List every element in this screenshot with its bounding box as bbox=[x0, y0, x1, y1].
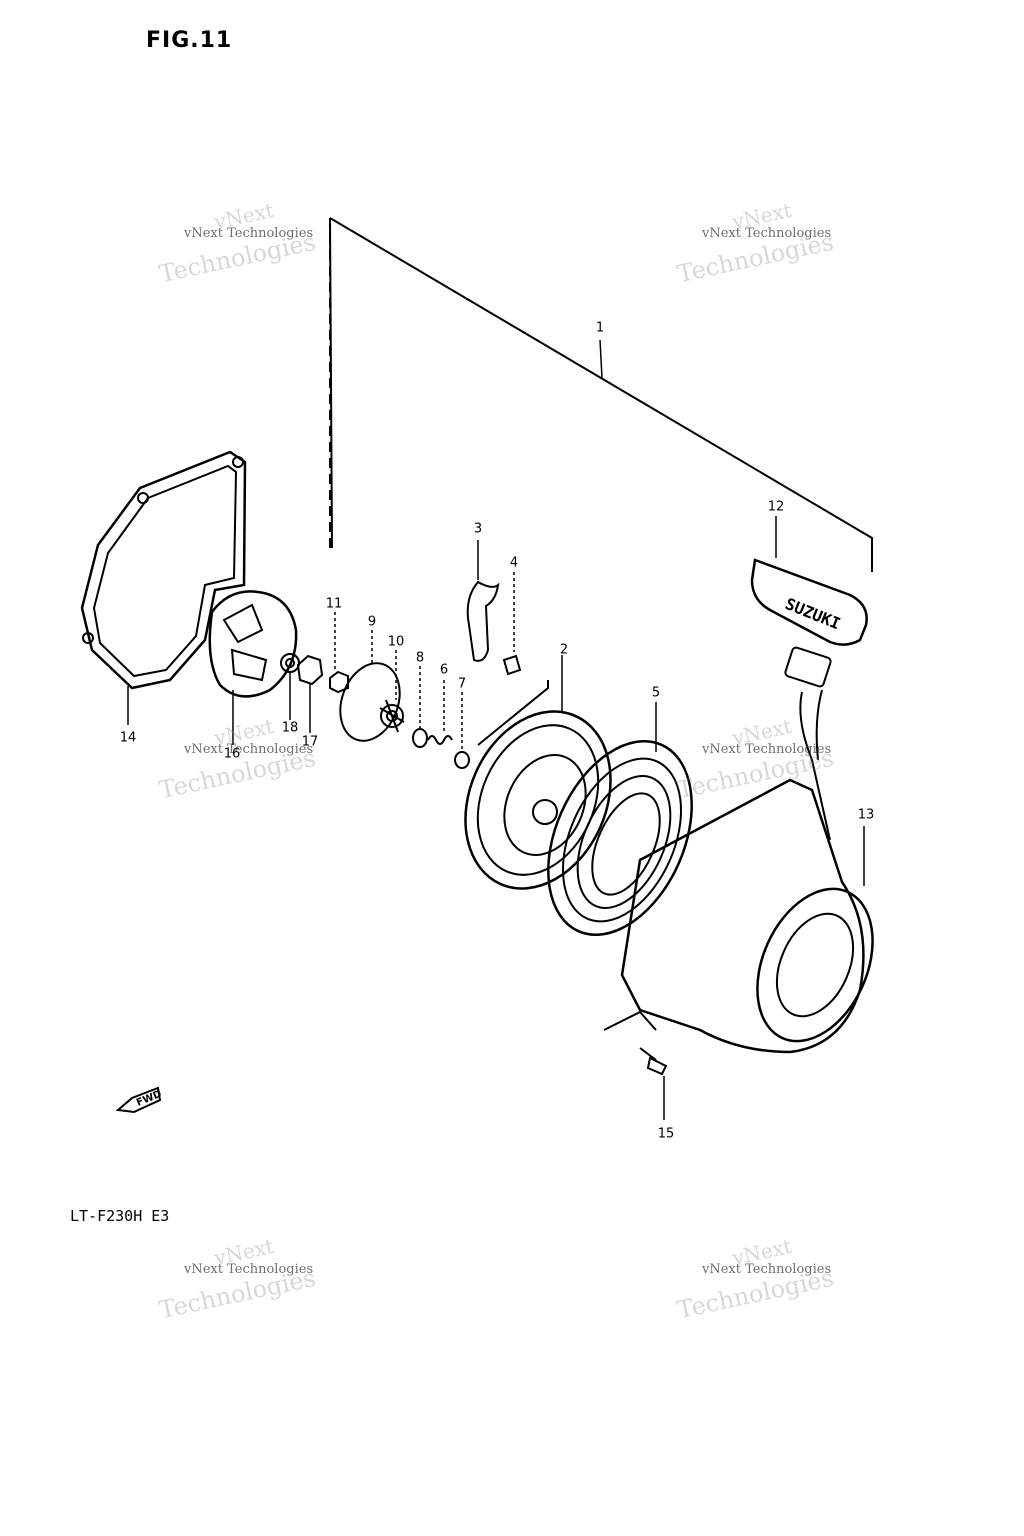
callout-2: 2 bbox=[559, 642, 569, 658]
fwd-arrow bbox=[115, 1086, 162, 1114]
handle-brand: SUZUKI bbox=[783, 594, 844, 633]
callout-13: 13 bbox=[857, 807, 875, 823]
callout-14: 14 bbox=[119, 730, 137, 746]
starter-case bbox=[620, 778, 865, 1054]
callout-12: 12 bbox=[767, 499, 785, 515]
gasket bbox=[80, 450, 247, 690]
assembly-bracket bbox=[329, 217, 873, 572]
callout-17: 17 bbox=[301, 734, 319, 750]
callout-6: 6 bbox=[439, 662, 449, 678]
callout-18: 18 bbox=[281, 720, 299, 736]
callout-10: 10 bbox=[387, 634, 405, 650]
callout-1: 1 bbox=[595, 320, 605, 336]
starter-handle bbox=[750, 558, 868, 646]
callout-5: 5 bbox=[651, 685, 661, 701]
callout-15: 15 bbox=[657, 1126, 675, 1142]
pawl bbox=[466, 580, 500, 662]
callout-16: 16 bbox=[223, 746, 241, 762]
callout-7: 7 bbox=[457, 676, 467, 692]
callout-3: 3 bbox=[473, 521, 483, 537]
model-code: LT-F230H E3 bbox=[70, 1207, 170, 1225]
figure-title: FIG.11 bbox=[146, 28, 233, 53]
callout-8: 8 bbox=[415, 650, 425, 666]
callout-11: 11 bbox=[325, 596, 343, 612]
reel bbox=[464, 710, 612, 890]
recoil-spring bbox=[547, 740, 693, 936]
callout-9: 9 bbox=[367, 614, 377, 630]
callout-4: 4 bbox=[509, 555, 519, 571]
